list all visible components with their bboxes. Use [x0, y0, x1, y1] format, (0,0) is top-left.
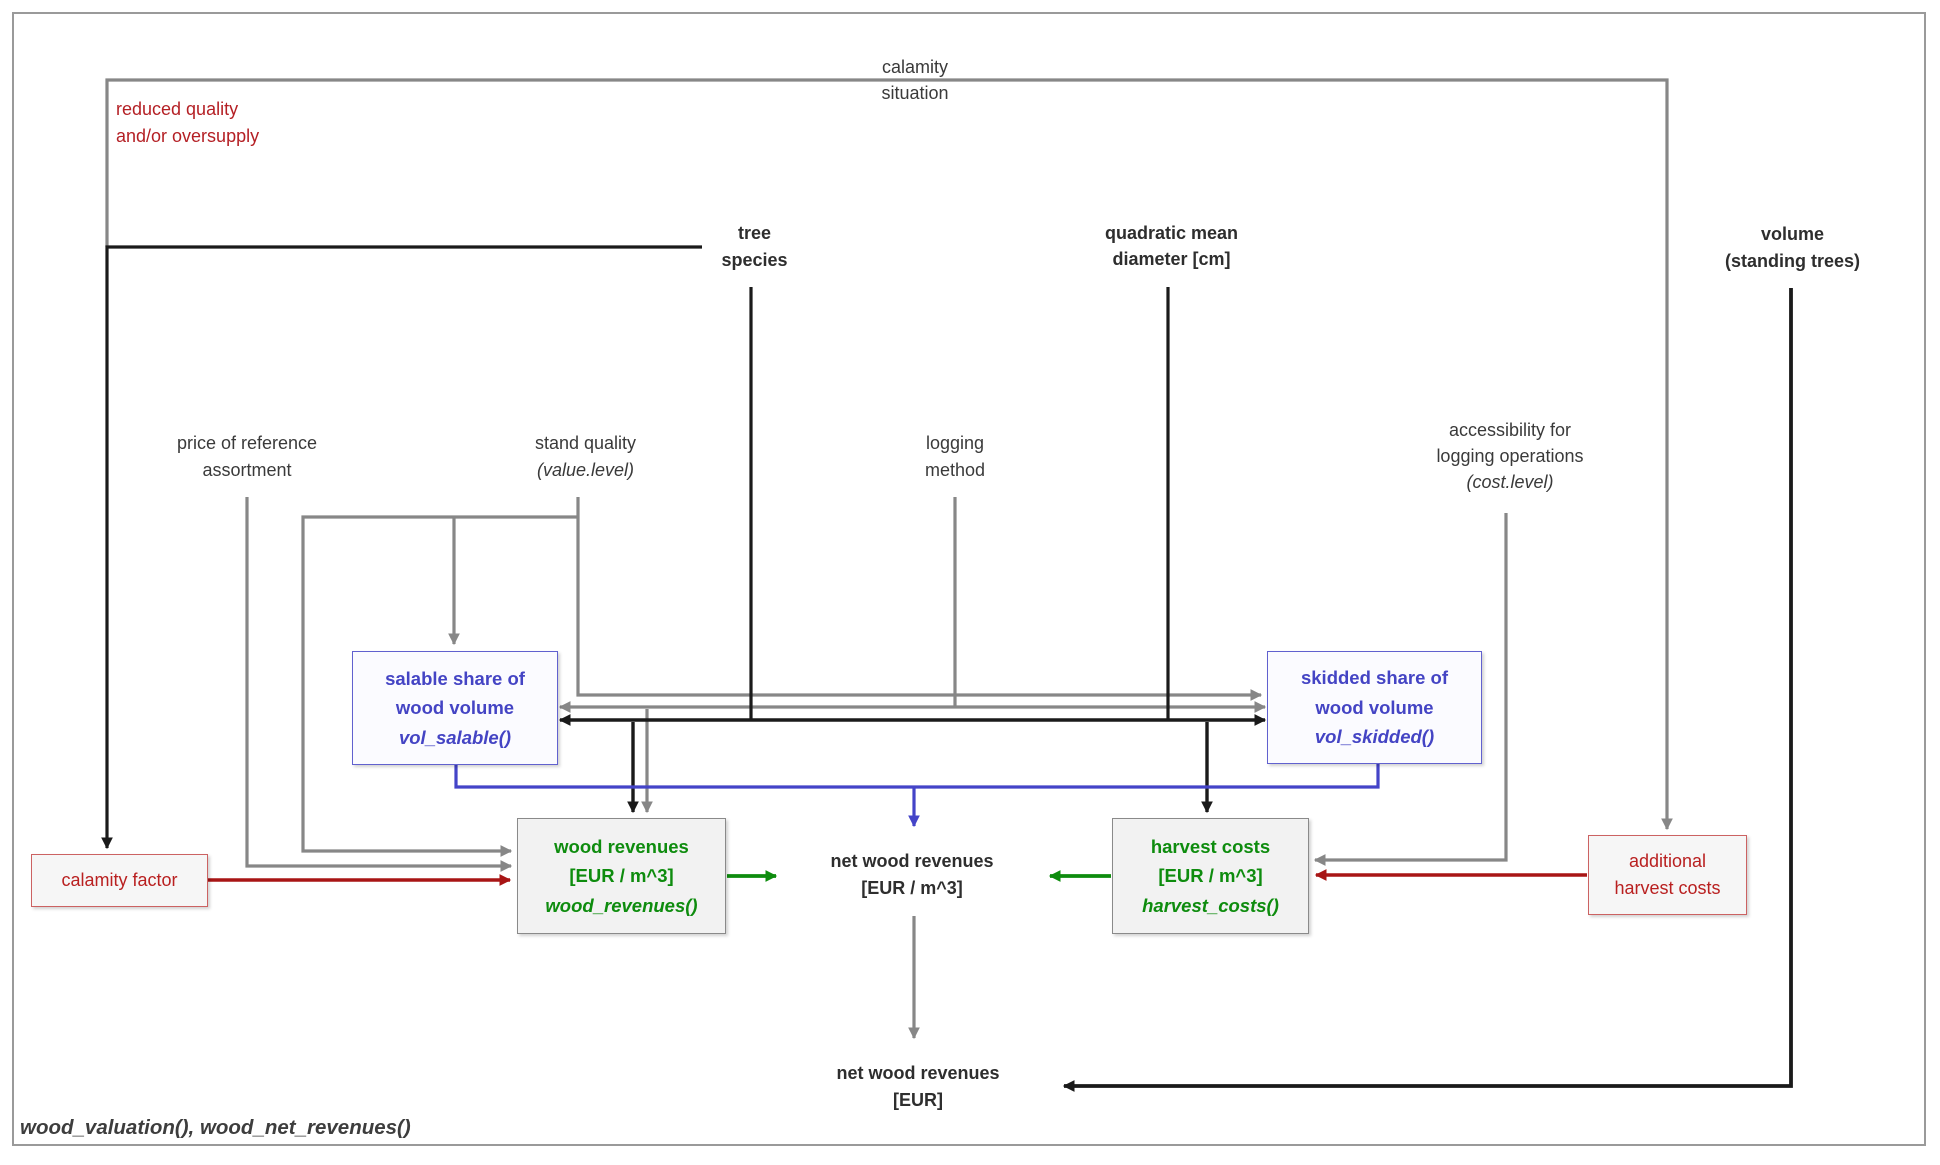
node-tree-species: tree species: [694, 206, 815, 287]
node-salable-share: salable share of wood volume vol_salable…: [352, 651, 558, 765]
diagram-border: [12, 12, 1926, 1146]
node-net-wood-revenues-eur: net wood revenues [EUR]: [774, 1044, 1062, 1129]
diagram-caption: wood_valuation(), wood_net_revenues(): [20, 1116, 411, 1139]
edge-price-to-wood-revenues: [245, 497, 513, 872]
node-stand-quality: stand quality (value.level): [486, 416, 685, 497]
edge-volume-to-net-eur: [1062, 288, 1793, 1092]
label-reduced-quality-line2: and/or oversupply: [116, 126, 260, 146]
node-net-wood-revenues-m3: net wood revenues [EUR / m^3]: [772, 833, 1052, 916]
node-price-of-reference-assortment: price of reference assortment: [123, 416, 371, 497]
edge-salable-skidded-junction: [454, 764, 1380, 789]
node-volume-standing-trees: volume (standing trees): [1683, 207, 1902, 288]
node-accessibility-logging-operations: accessibility for logging operations (co…: [1382, 399, 1638, 513]
node-logging-method: logging method: [883, 415, 1027, 498]
node-additional-harvest-costs: additional harvest costs: [1588, 835, 1747, 915]
node-calamity-situation: calamity situation: [842, 40, 988, 120]
edge-stand-quality-to-skidded-share: [576, 497, 1263, 701]
node-harvest-costs: harvest costs [EUR / m^3] harvest_costs(…: [1112, 818, 1309, 934]
edge-accessibility-to-harvest-costs: [1313, 513, 1508, 866]
label-reduced-quality-line1: reduced quality: [116, 99, 239, 119]
node-skidded-share: skidded share of wood volume vol_skidded…: [1267, 651, 1482, 764]
edge-stand-quality-to-wood-revenues: [301, 515, 578, 857]
edge-tree-species-to-calamity-factor: [101, 245, 702, 850]
node-wood-revenues: wood revenues [EUR / m^3] wood_revenues(…: [517, 818, 726, 934]
label-reduced-quality: reduced quality and/or oversupply: [116, 96, 259, 150]
node-calamity-factor: calamity factor: [31, 854, 208, 907]
node-quadratic-mean-diameter: quadratic mean diameter [cm]: [1053, 205, 1290, 287]
